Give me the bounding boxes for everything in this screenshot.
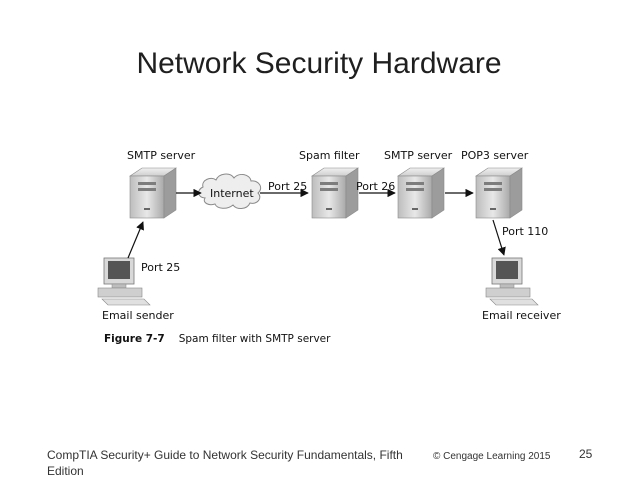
email-receiver-computer-icon — [485, 257, 539, 306]
figure-number: Figure 7-7 — [104, 333, 165, 345]
footer-copyright: © Cengage Learning 2015 — [433, 451, 551, 462]
page-number: 25 — [579, 447, 593, 461]
pop3-server-label: POP3 server — [461, 149, 529, 162]
pop3-server-icon — [475, 167, 523, 219]
spam-filter-server-icon — [311, 167, 359, 219]
smtp-server-2-label: SMTP server — [384, 149, 453, 162]
port-110-label: Port 110 — [502, 225, 549, 238]
email-sender-computer-icon — [97, 257, 151, 306]
spam-filter-label: Spam filter — [299, 149, 360, 162]
smtp-server-2-icon — [397, 167, 445, 219]
smtp-server-label: SMTP server — [127, 149, 196, 162]
port-25-sender-label: Port 25 — [141, 261, 181, 274]
slide-title: Network Security Hardware — [136, 47, 502, 80]
arrow-pop3-to-receiver — [492, 219, 506, 256]
footer-left: CompTIA Security+ Guide to Network Secur… — [47, 448, 403, 478]
internet-label: Internet — [210, 187, 254, 200]
port-25-internet-label: Port 25 — [268, 180, 308, 193]
internet-cloud-icon — [198, 173, 262, 209]
email-receiver-label: Email receiver — [482, 309, 561, 322]
figure-caption: Figure 7-7 Spam filter with SMTP server — [104, 333, 330, 345]
smtp-server-icon — [129, 167, 177, 219]
arrow-sender-to-smtp — [127, 221, 144, 259]
email-sender-label: Email sender — [102, 309, 174, 322]
figure-caption-text: Spam filter with SMTP server — [178, 333, 331, 345]
port-26-label: Port 26 — [356, 180, 396, 193]
